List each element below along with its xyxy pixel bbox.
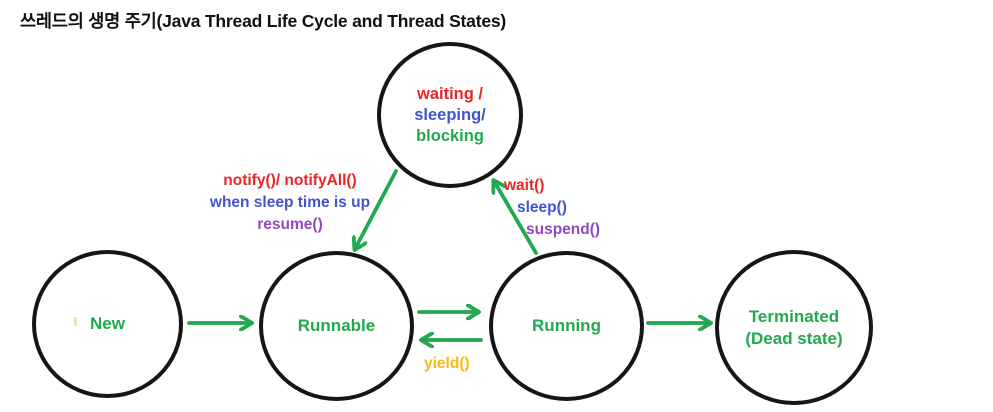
- state-label-runnable: Runnable: [297, 316, 376, 335]
- state-label-waiting: waiting /: [417, 84, 483, 103]
- label-sleep: sleep(): [517, 199, 567, 216]
- label-notify: notify()/ notifyAll(): [223, 172, 357, 189]
- label-group-waiting-to-runnable: notify()/ notifyAll() when sleep time is…: [190, 170, 390, 236]
- highlight-artifact: [74, 317, 77, 326]
- state-circle-runnable: Runnable: [259, 251, 414, 401]
- state-label-running: Running: [532, 316, 601, 335]
- state-circle-running: Running: [489, 251, 644, 401]
- label-wait: wait(): [504, 177, 545, 194]
- state-label-sleeping: sleeping/: [414, 105, 486, 124]
- label-suspend: suspend(): [526, 221, 601, 238]
- state-label-new: New: [90, 314, 125, 333]
- label-when-sleep-time-is-up: when sleep time is up: [209, 194, 371, 211]
- state-label-terminated: Terminated: [748, 306, 840, 326]
- state-circle-waiting: waiting / sleeping/ blocking: [377, 42, 523, 188]
- state-circle-new: New: [32, 250, 183, 398]
- state-label-blocking: blocking: [416, 126, 484, 145]
- label-resume: resume(): [257, 216, 323, 233]
- state-circle-terminated: Terminated (Dead state): [715, 250, 873, 405]
- page-title: 쓰레드의 생명 주기(Java Thread Life Cycle and Th…: [20, 11, 507, 31]
- state-label-dead-state: (Dead state): [745, 328, 843, 348]
- label-yield: yield(): [424, 355, 470, 372]
